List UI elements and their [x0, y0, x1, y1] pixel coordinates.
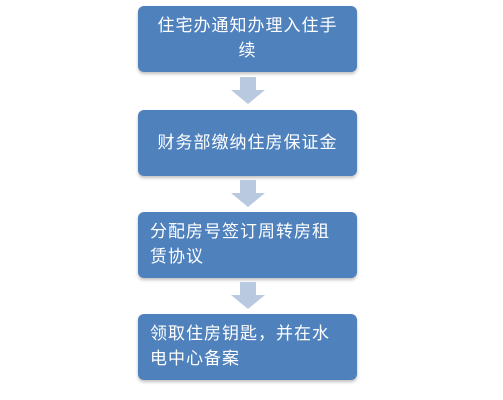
- step-3-label: 分配房号签订周转房租赁协议: [150, 222, 330, 267]
- step-box-4: 领取住房钥匙，并在水电中心备案: [138, 314, 357, 380]
- step-2-label: 财务部缴纳住房保证金: [157, 132, 338, 153]
- down-arrow-icon-1: [231, 77, 265, 104]
- step-box-2: 财务部缴纳住房保证金: [138, 110, 357, 176]
- step-box-3: 分配房号签订周转房租赁协议: [138, 212, 357, 278]
- step-1-label: 住宅办通知办理入住手续: [157, 16, 338, 61]
- step-box-1: 住宅办通知办理入住手续: [138, 6, 357, 72]
- down-arrow-icon-3: [231, 282, 265, 309]
- step-4-label: 领取住房钥匙，并在水电中心备案: [150, 324, 330, 369]
- down-arrow-icon-2: [231, 180, 265, 207]
